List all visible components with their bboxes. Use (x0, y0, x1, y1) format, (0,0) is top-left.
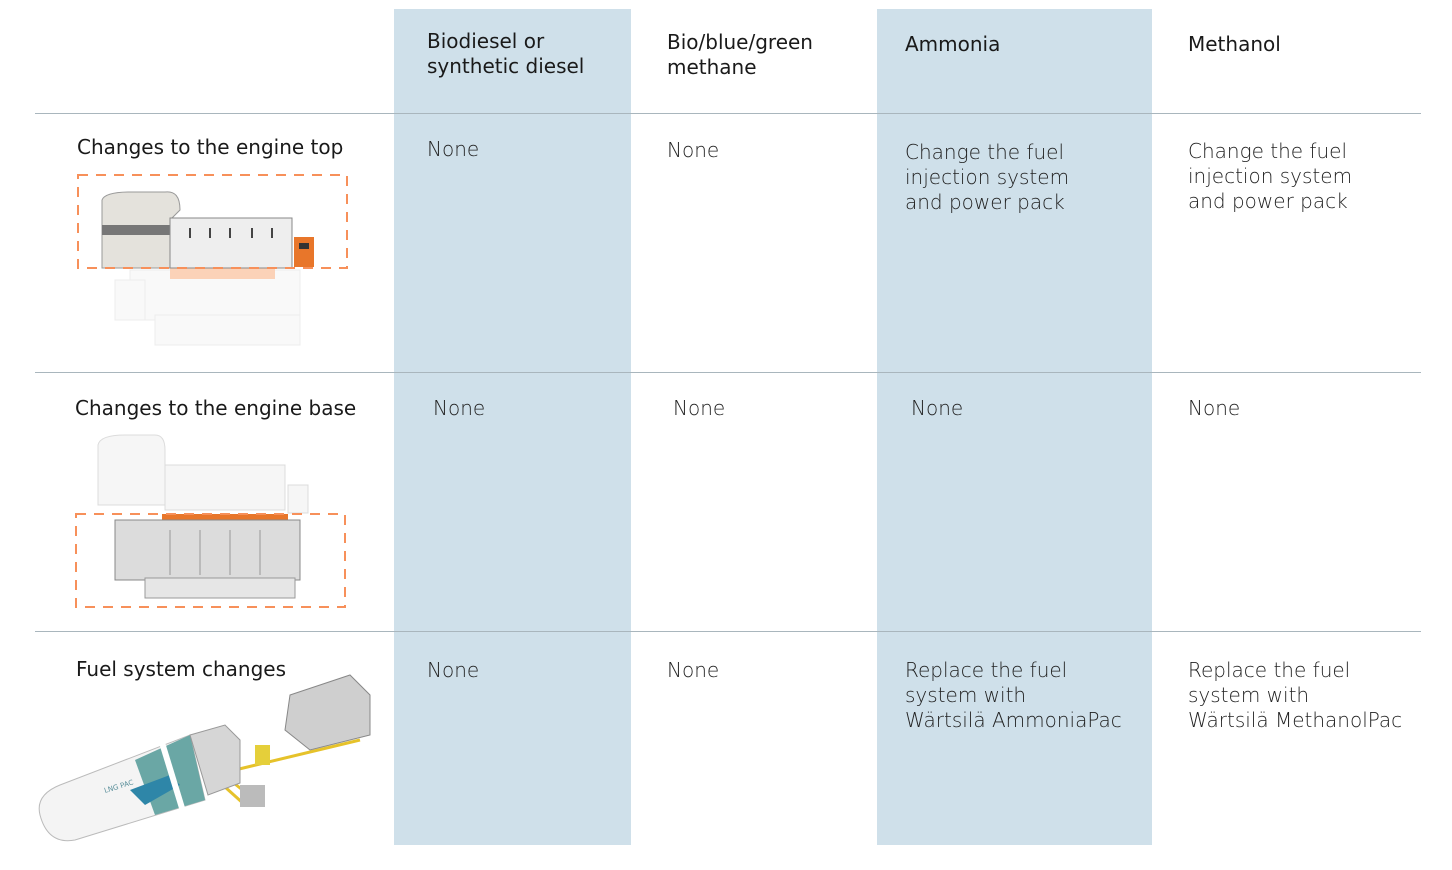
cell: Change the fuel injection system and pow… (905, 140, 1070, 214)
highlight-box (77, 174, 348, 269)
header-methane: Bio/blue/green methane (667, 30, 813, 79)
header-methanol: Methanol (1188, 32, 1281, 56)
cell: None (1188, 396, 1241, 420)
cell: Change the fuel injection system and pow… (1188, 139, 1353, 213)
header-ammonia: Ammonia (905, 32, 1001, 56)
cell: None (673, 396, 726, 420)
cell: None (427, 137, 480, 161)
cell: None (667, 658, 720, 682)
divider (35, 113, 1421, 114)
column-shade-ammonia (877, 9, 1152, 845)
engine-top-illustration (77, 174, 348, 346)
row-label-engine-base: Changes to the engine base (75, 396, 357, 420)
divider (35, 372, 1421, 373)
header-biodiesel: Biodiesel or synthetic diesel (427, 29, 585, 78)
cell: None (911, 396, 964, 420)
row-label-fuel-system: Fuel system changes (76, 657, 286, 681)
cell: Replace the fuel system with Wärtsilä Me… (1188, 658, 1403, 732)
engine-base-illustration (75, 434, 346, 608)
cell: None (427, 658, 480, 682)
highlight-box (75, 513, 346, 608)
divider (35, 631, 1421, 632)
column-shade-biodiesel (394, 9, 631, 845)
row-label-engine-top: Changes to the engine top (77, 135, 344, 159)
cell: Replace the fuel system with Wärtsilä Am… (905, 658, 1122, 732)
cell: None (433, 396, 486, 420)
cell: None (667, 138, 720, 162)
fuel-system-illustration: LNG PAC (38, 674, 371, 842)
